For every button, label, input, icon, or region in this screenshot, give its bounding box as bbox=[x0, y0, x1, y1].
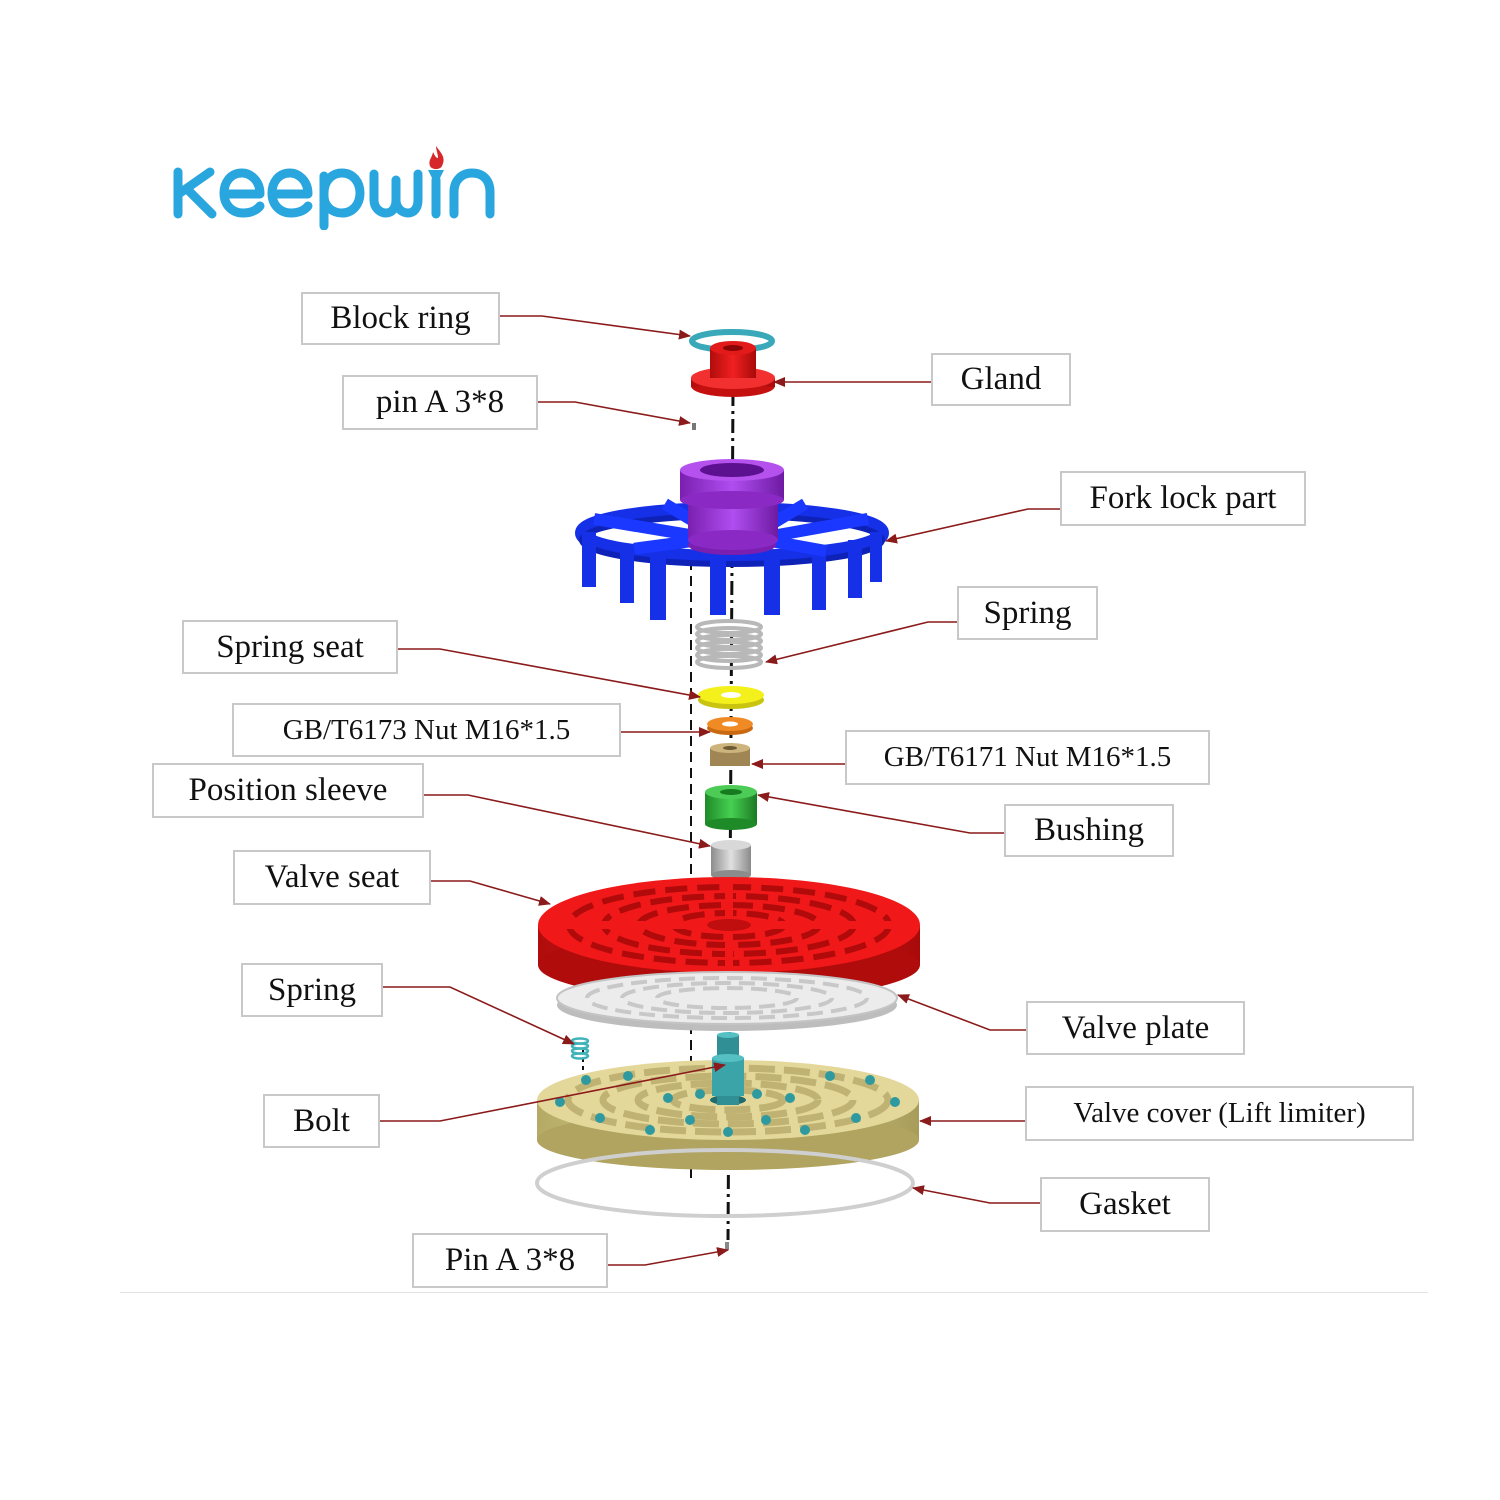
bolt-part bbox=[712, 1032, 744, 1105]
leader-pin-top bbox=[538, 401, 691, 426]
leader-fork-lock bbox=[885, 508, 1060, 544]
pin-bottom-part bbox=[725, 1242, 729, 1250]
label-nut-6173: GB/T6173 Nut M16*1.5 bbox=[232, 703, 621, 757]
label-pin-bottom: Pin A 3*8 bbox=[412, 1233, 608, 1288]
leader-spring-upper bbox=[765, 621, 958, 665]
label-nut-6171: GB/T6171 Nut M16*1.5 bbox=[845, 730, 1210, 785]
leader-bolt bbox=[380, 1062, 726, 1122]
valve-seat-part bbox=[538, 877, 920, 1000]
label-spring-upper: Spring bbox=[957, 586, 1098, 640]
leader-block-ring bbox=[500, 315, 691, 340]
leader-spring-lower bbox=[383, 986, 575, 1045]
fork-lock-part bbox=[575, 459, 889, 620]
bottom-divider bbox=[120, 1292, 1428, 1293]
label-fork-lock-part: Fork lock part bbox=[1060, 471, 1306, 526]
label-valve-seat: Valve seat bbox=[233, 850, 431, 905]
valve-plate-part bbox=[556, 971, 898, 1031]
leader-gasket bbox=[912, 1185, 1041, 1204]
upper-spring-part bbox=[695, 619, 763, 670]
gland-part bbox=[691, 341, 775, 397]
leader-bushing bbox=[757, 792, 1005, 834]
label-gland: Gland bbox=[931, 353, 1071, 406]
label-pin-top: pin A 3*8 bbox=[342, 375, 538, 430]
leader-valve-seat bbox=[430, 880, 551, 906]
label-spring-lower: Spring bbox=[241, 963, 383, 1017]
label-valve-cover: Valve cover (Lift limiter) bbox=[1025, 1086, 1414, 1141]
flame-icon bbox=[429, 146, 444, 169]
lower-spring-part bbox=[570, 1037, 590, 1060]
leader-valve-plate bbox=[897, 994, 1027, 1031]
label-gasket: Gasket bbox=[1040, 1177, 1210, 1232]
leader-spring-seat bbox=[398, 648, 701, 700]
label-position-sleeve: Position sleeve bbox=[152, 763, 424, 818]
gasket-part bbox=[535, 1148, 915, 1218]
nut-6173-part bbox=[707, 717, 753, 735]
keepwin-logo bbox=[173, 146, 495, 230]
label-valve-plate: Valve plate bbox=[1026, 1001, 1245, 1055]
label-bushing: Bushing bbox=[1004, 804, 1174, 857]
pin-top-part bbox=[692, 423, 696, 430]
label-spring-seat: Spring seat bbox=[182, 620, 398, 674]
label-block-ring: Block ring bbox=[301, 292, 500, 345]
leader-position-sleeve bbox=[424, 794, 711, 849]
label-bolt: Bolt bbox=[263, 1094, 380, 1148]
leader-pin-bottom bbox=[608, 1247, 729, 1266]
spring-seat-part bbox=[698, 686, 764, 709]
position-sleeve-part bbox=[711, 840, 751, 880]
nut-6171-part bbox=[710, 743, 750, 766]
bushing-part bbox=[705, 785, 757, 830]
